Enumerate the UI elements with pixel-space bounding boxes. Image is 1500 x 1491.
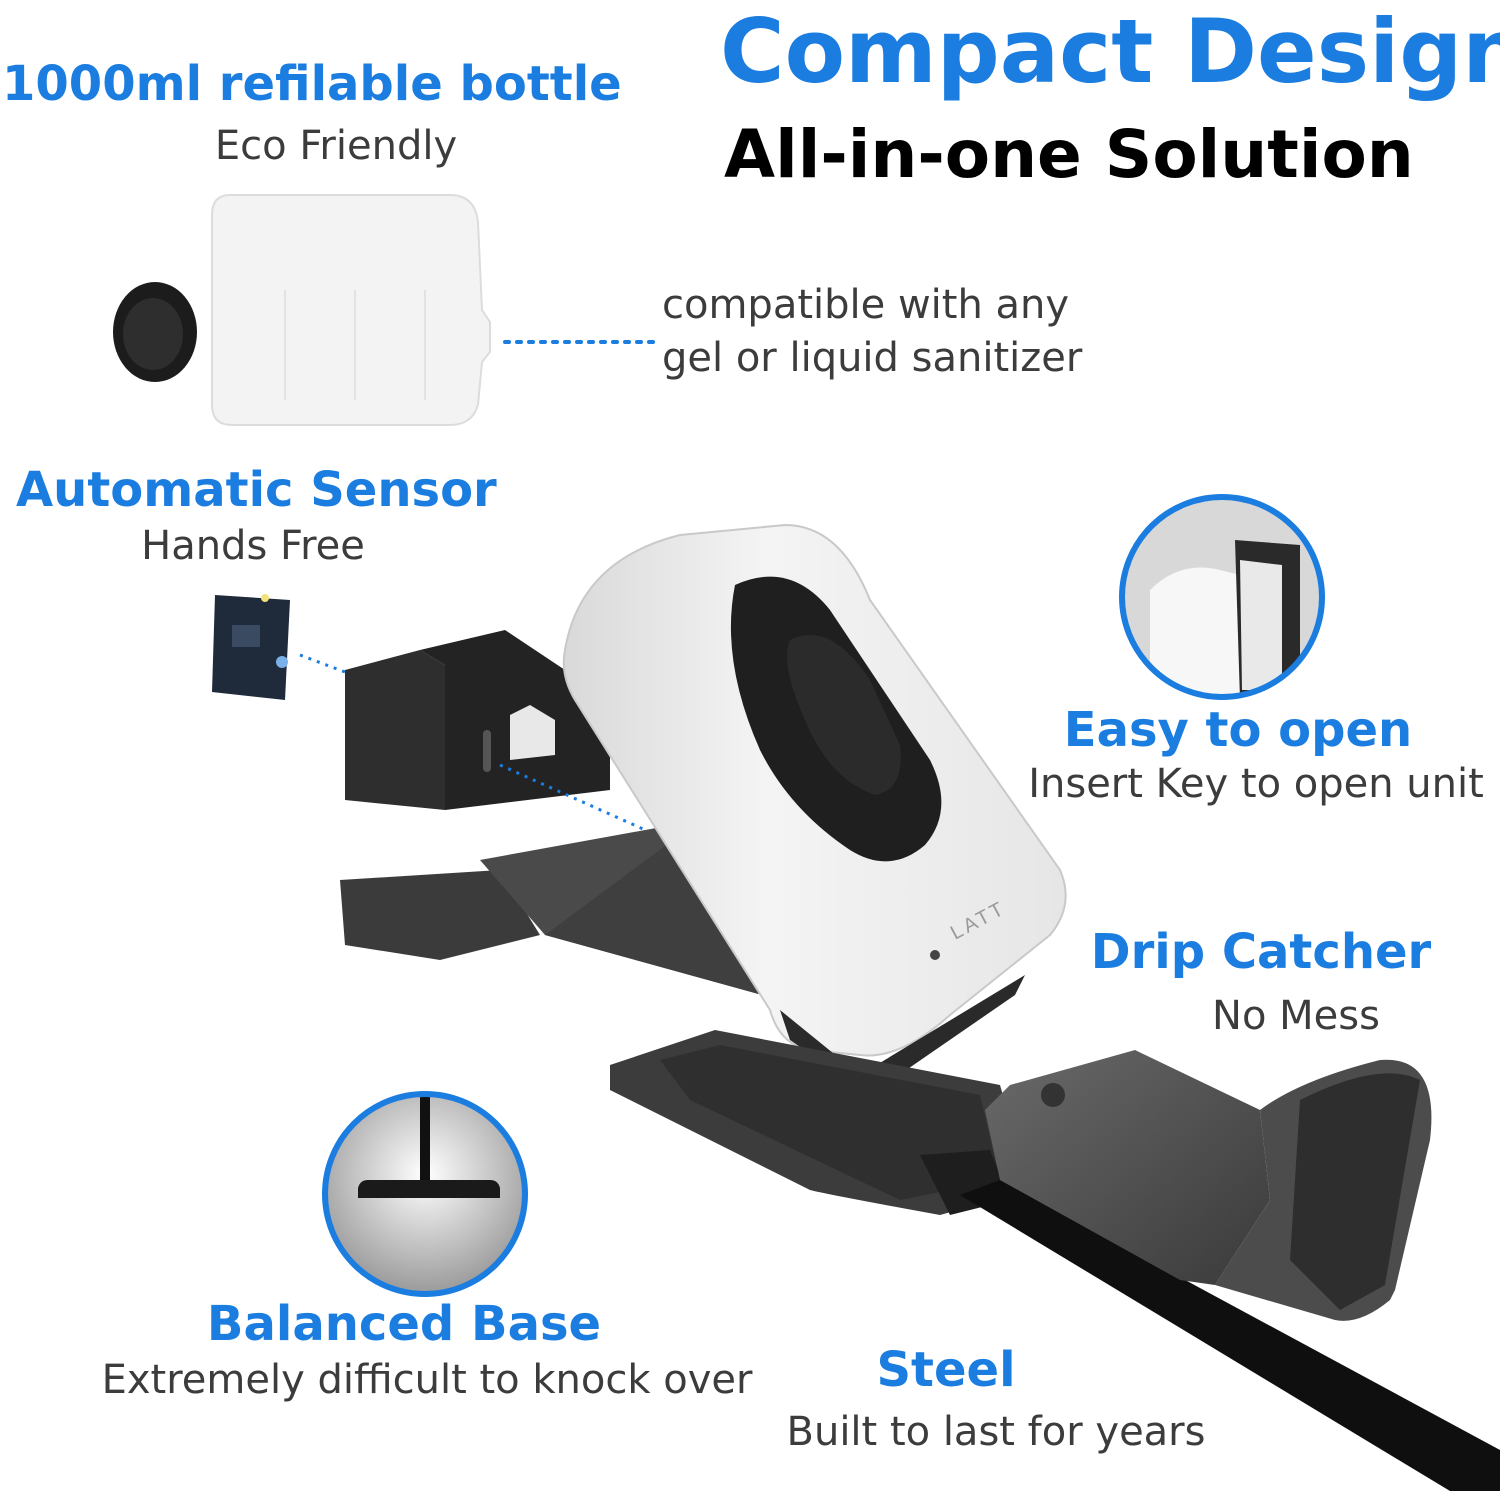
bottle-title: 1000ml refilable bottle [2, 56, 622, 112]
balanced-base-inset [322, 1091, 528, 1297]
floor-base [610, 1030, 1030, 1215]
headline-title: Compact Design [720, 0, 1500, 103]
bottle-subtitle: Eco Friendly [214, 123, 458, 169]
sensor-board [212, 594, 290, 700]
base-subtitle: Extremely difficult to knock over [101, 1357, 753, 1403]
base-title: Balanced Base [206, 1296, 602, 1352]
refill-bottle [113, 194, 491, 426]
bottle-cap-inner [123, 298, 183, 370]
sensor-title: Automatic Sensor [16, 462, 497, 518]
sensor-window-inner [787, 635, 901, 795]
pump-housing [345, 630, 610, 810]
headline-subtitle: All-in-one Solution [724, 116, 1414, 193]
indicator-light [930, 950, 940, 960]
drip-title: Drip Catcher [1090, 924, 1432, 980]
drip-catcher-tray [985, 1050, 1432, 1321]
sensor-dotted-connector [299, 653, 346, 674]
bottle-body [211, 194, 491, 426]
open-subtitle: Insert Key to open unit [1028, 761, 1484, 807]
steel-subtitle: Built to last for years [786, 1409, 1206, 1455]
sensor-subtitle: Hands Free [141, 523, 365, 569]
compatibility-line1: compatible with any [662, 282, 1070, 328]
dispenser-body: LATT [562, 523, 1067, 1095]
steel-title: Steel [876, 1342, 1016, 1398]
steel-pole [960, 1180, 1500, 1491]
open-title: Easy to open [1063, 702, 1413, 758]
compatibility-line2: gel or liquid sanitizer [662, 335, 1083, 381]
easy-open-inset [1119, 494, 1325, 700]
drip-subtitle: No Mess [1212, 993, 1380, 1039]
